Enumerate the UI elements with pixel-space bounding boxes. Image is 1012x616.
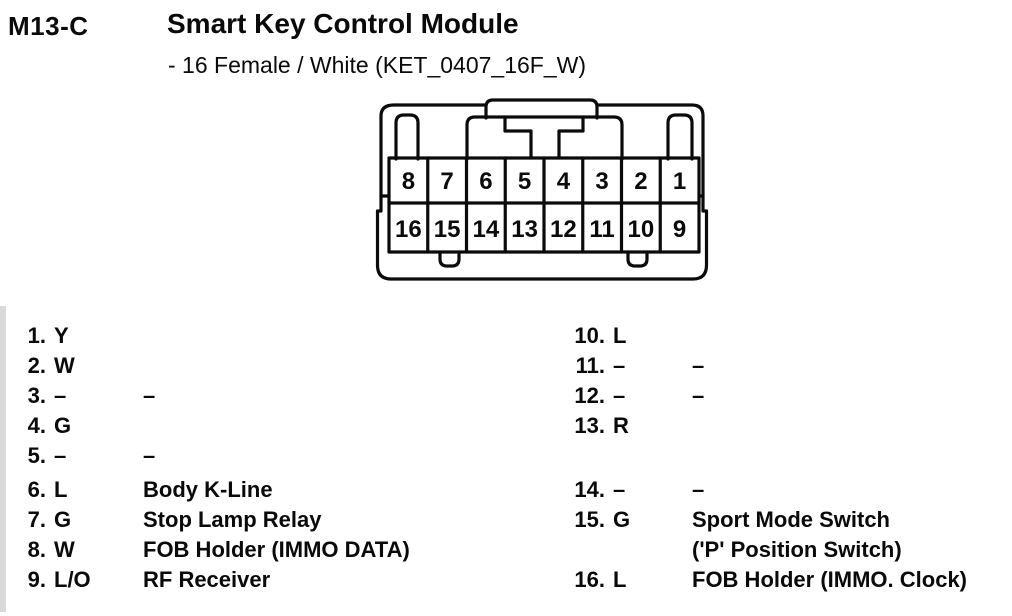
pin-description: Stop Lamp Relay [143, 507, 322, 532]
pin-number: 12. [574, 383, 605, 408]
pin-cell-10: 10 [628, 216, 655, 243]
pin-row-15: 15. G Sport Mode Switch [558, 505, 1010, 535]
wire-color: – [54, 443, 67, 468]
pin-row-1: 1. Y [8, 321, 508, 351]
connector-slot-left [394, 113, 420, 161]
pin-row-5: 5.–– [8, 441, 508, 471]
pin-cell-8: 8 [402, 168, 415, 195]
pin-cell-4: 4 [557, 168, 571, 195]
wire-color: R [613, 413, 629, 438]
pin-row-16: 16. L FOB Holder (IMMO. Clock) [558, 565, 1010, 595]
bottom-tab-left [438, 250, 461, 268]
pin-cell-5: 5 [518, 168, 531, 195]
wire-color: – [54, 383, 67, 408]
bottom-tab-right [626, 250, 649, 268]
wire-color: G [613, 507, 631, 532]
wire-color: L [613, 567, 627, 592]
pin-cell-14: 14 [473, 216, 500, 243]
pin-cell-15: 15 [434, 216, 461, 243]
pin-number: 10. [574, 323, 605, 348]
pin-cell-2: 2 [634, 168, 647, 195]
pin-cell-13: 13 [511, 216, 538, 243]
pin-number: 1. [27, 323, 46, 348]
page-title: Smart Key Control Module [167, 8, 519, 39]
pin-row-4: 4. G [8, 411, 508, 441]
wire-color: L [54, 477, 68, 502]
wire-color: – [613, 477, 626, 502]
pin-row-blank [558, 441, 1010, 471]
pin-number: 7. [27, 507, 46, 532]
pin-row-3: 3.–– [8, 381, 508, 411]
wire-color: L/O [54, 567, 91, 592]
pin-row-6: 6. L Body K-Line [8, 475, 508, 505]
pin-row-9: 9. L/O RF Receiver [8, 565, 508, 595]
pin-row-10: 10. L [558, 321, 1010, 351]
pin-description: FOB Holder (IMMO DATA) [143, 537, 410, 562]
wire-color: W [54, 537, 75, 562]
pin-description: – [143, 383, 156, 408]
pin-row-2: 2. W [8, 351, 508, 381]
pin-row-12: 12.–– [558, 381, 1010, 411]
pin-number: 5. [27, 443, 46, 468]
pin-number: 14. [574, 477, 605, 502]
wire-color: G [54, 507, 72, 532]
pin-cell-3: 3 [595, 168, 608, 195]
pin-cell-1: 1 [673, 168, 686, 195]
pin-number: 11. [575, 353, 605, 378]
pin-cell-9: 9 [673, 216, 686, 243]
pin-number: 16. [574, 567, 605, 592]
pin-row-14: 14.–– [558, 475, 1010, 505]
pin-description: RF Receiver [143, 567, 271, 592]
connector-latch [484, 98, 599, 120]
pin-cell-6: 6 [479, 168, 492, 195]
pin-description: – [143, 443, 156, 468]
connector-t-key-slot [503, 115, 585, 160]
connector-slot-right [666, 113, 694, 161]
pin-number: 13. [574, 413, 605, 438]
connector-key-platform [465, 115, 624, 161]
pin-description: ('P' Position Switch) [692, 537, 902, 562]
pin-number: 8. [27, 537, 46, 562]
pin-description: – [692, 353, 705, 378]
pin-cell-16: 16 [395, 216, 422, 243]
pin-description: Body K-Line [143, 477, 273, 502]
wire-color: – [613, 353, 626, 378]
wire-color: L [613, 323, 627, 348]
pin-number: 3. [27, 383, 46, 408]
connector-drawing: 8 7 6 5 4 3 2 1 16 15 14 13 12 11 10 9 [375, 98, 709, 281]
pin-number: 2. [27, 353, 46, 378]
pin-row-15-continuation: ('P' Position Switch) [558, 535, 1010, 565]
wire-color: G [54, 413, 72, 438]
scan-edge-artifact [0, 306, 6, 612]
wire-color: – [613, 383, 626, 408]
pin-row-13: 13. R [558, 411, 1010, 441]
pin-number: 9. [27, 567, 46, 592]
connector-subtitle: - 16 Female / White (KET_0407_16F_W) [168, 52, 586, 78]
pin-description: – [692, 477, 705, 502]
pin-row-11: 11.–– [558, 351, 1010, 381]
pin-cell-7: 7 [440, 168, 453, 195]
pin-row-7: 7. G Stop Lamp Relay [8, 505, 508, 535]
pin-number: 15. [574, 507, 605, 532]
pin-description: – [692, 383, 705, 408]
pin-cell-11: 11 [589, 216, 614, 243]
wire-color: W [54, 353, 75, 378]
pin-description: Sport Mode Switch [692, 507, 890, 532]
pin-cell-12: 12 [550, 216, 577, 243]
pin-row-8: 8. W FOB Holder (IMMO DATA) [8, 535, 508, 565]
pin-description: FOB Holder (IMMO. Clock) [692, 567, 967, 592]
wire-color: Y [54, 323, 69, 348]
pin-number: 6. [27, 477, 46, 502]
connector-housing [375, 103, 709, 281]
connector-id: M13-C [8, 11, 89, 41]
pin-number: 4. [27, 413, 46, 438]
